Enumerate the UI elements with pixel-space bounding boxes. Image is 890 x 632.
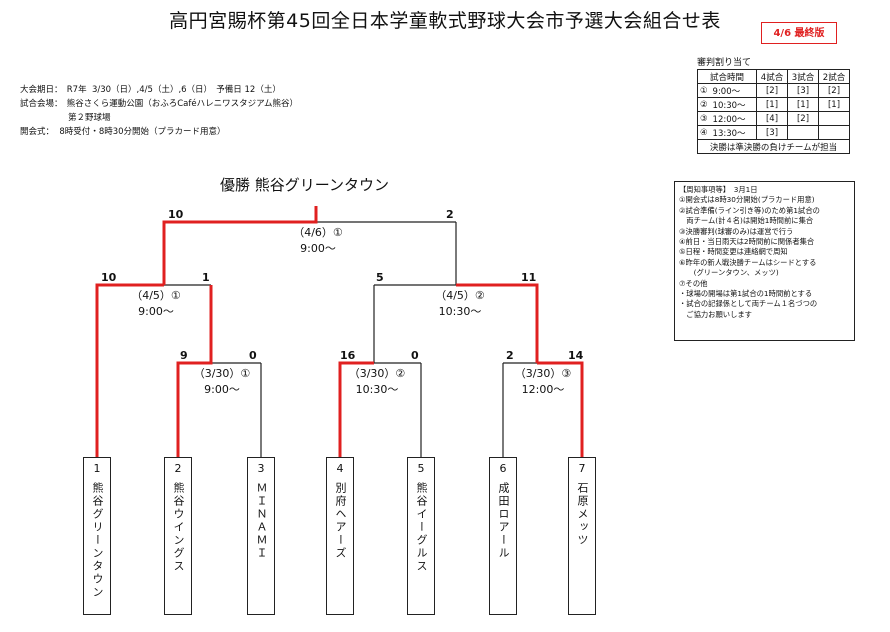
- r1a-match-info: （3/30）① 9:00～: [162, 366, 282, 398]
- match-time: 12:00～: [521, 383, 565, 396]
- notice-line: ・球場の開場は第1試合の1時間前とする: [679, 289, 813, 299]
- team-name: 熊谷グリーンタウン: [91, 482, 104, 599]
- referee-table: 試合時間 4試合 3試合 2試合 ① 9:00～ [2] [3] [2] ② 1…: [696, 69, 850, 154]
- match-date: （3/30）①: [193, 367, 251, 380]
- notice-line: (グリーンタウン、メッツ): [679, 268, 779, 278]
- notice-line: ③決勝審判(球審のみ)は運営で行う: [679, 226, 794, 236]
- final-match-info: （4/6）① 9:00～: [258, 225, 378, 257]
- r1a-score-left: 9: [180, 349, 188, 362]
- team-box-4: 4 別府ヘアーズ: [326, 457, 354, 615]
- venue-line-1: 試合会場： 熊谷さくら運動公園（おふろCaféハレニワスタジアム熊谷）: [20, 99, 299, 109]
- semi2-match-info: （4/5）② 10:30～: [400, 288, 520, 320]
- team-number: 2: [174, 462, 182, 475]
- notice-line: ①開会式は8時30分開始(プラカード用意): [679, 195, 815, 205]
- team1-winner-path: [95, 283, 164, 457]
- champion-label: 優勝 熊谷グリーンタウン: [220, 176, 390, 194]
- venue-line-2: 第２野球場: [68, 113, 111, 123]
- final-score-right: 2: [446, 208, 454, 221]
- notice-line: 両チーム(計４名)は開始1時間前に集合: [679, 216, 814, 226]
- team-number: 4: [336, 462, 344, 475]
- team-name: 別府ヘアーズ: [334, 482, 347, 560]
- notice-line: ・試合の記録係として両チーム１名づつの: [679, 299, 818, 309]
- r1a-score-right: 0: [249, 349, 257, 362]
- notice-title: 【周知事項等】 3月1日: [679, 185, 758, 194]
- notice-line: ④前日・当日雨天は2時間前に関係者集合: [679, 237, 815, 247]
- r1b-match-info: （3/30）② 10:30～: [317, 366, 437, 398]
- team-box-6: 6 成田ロアール: [489, 457, 517, 615]
- team-name: ＭＩＮＡＭＩ: [255, 482, 268, 560]
- team-box-5: 5 熊谷イーグルス: [407, 457, 435, 615]
- team-name: 熊谷ウイングス: [172, 482, 185, 573]
- r1b-score-left: 16: [340, 349, 356, 362]
- team-box-3: 3 ＭＩＮＡＭＩ: [247, 457, 275, 615]
- notice-line: ⑤日程・時間変更は連絡網で周知: [679, 247, 788, 257]
- team-box-1: 1 熊谷グリーンタウン: [83, 457, 111, 615]
- match-time: 9:00～: [138, 305, 174, 318]
- team7-winner-path: [537, 361, 584, 457]
- semi1-score-left: 10: [101, 271, 117, 284]
- team-box-7: 7 石原メッツ: [568, 457, 596, 615]
- team2-winner-path: [176, 285, 213, 457]
- team-number: 3: [257, 462, 265, 475]
- referee-footer-row: 決勝は準決勝の負けチームが担当: [697, 139, 850, 154]
- opening-ceremony: 開会式： 8時受付・8時30分開始（プラカード用意）: [20, 127, 226, 137]
- semi2-winner-path: [456, 283, 539, 363]
- team-number: 1: [93, 462, 101, 475]
- referee-title: 審判割り当て: [697, 58, 752, 68]
- team-name: 石原メッツ: [576, 482, 589, 547]
- match-date: （3/30）②: [348, 367, 406, 380]
- semi2-score-left: 5: [376, 271, 384, 284]
- notice-line: ご協力お願いします: [679, 309, 752, 319]
- team4-winner-path: [338, 361, 374, 457]
- semi1-score-right: 1: [202, 271, 210, 284]
- final-winner-path: [162, 206, 318, 285]
- referee-row: ② 10:30～ [1] [1] [1]: [696, 97, 850, 112]
- final-version-badge: 4/6 最終版: [761, 22, 837, 44]
- final-score-left: 10: [168, 208, 184, 221]
- match-time: 10:30～: [355, 383, 399, 396]
- match-date: （3/30）③: [514, 367, 572, 380]
- r1c-score-right: 14: [568, 349, 584, 362]
- team-number: 5: [417, 462, 425, 475]
- team-name: 成田ロアール: [497, 482, 510, 560]
- team-number: 7: [578, 462, 586, 475]
- team-number: 6: [499, 462, 507, 475]
- match-date: （4/5）①: [131, 289, 181, 302]
- match-time: 10:30～: [438, 305, 482, 318]
- referee-row: ③ 12:00～ [4] [2]: [696, 111, 850, 126]
- r1c-match-info: （3/30）③ 12:00～: [483, 366, 603, 398]
- match-date: （4/5）②: [435, 289, 485, 302]
- referee-row: ④ 13:30～ [3]: [696, 125, 850, 140]
- match-time: 9:00～: [204, 383, 240, 396]
- match-date: （4/6）①: [293, 226, 343, 239]
- referee-footer: 決勝は準決勝の負けチームが担当: [697, 139, 850, 154]
- notice-line: ⑦その他: [679, 278, 708, 288]
- page-title: 高円宮賜杯第45回全日本学童軟式野球大会市予選大会組合せ表: [169, 10, 721, 32]
- r1b-score-right: 0: [411, 349, 419, 362]
- tournament-dates: 大会期日： R7年 3/30（日）,4/5（土）,6（日） 予備日 12（土）: [20, 85, 281, 95]
- r1c-score-left: 2: [506, 349, 514, 362]
- match-time: 9:00～: [300, 242, 336, 255]
- team-box-2: 2 熊谷ウイングス: [164, 457, 192, 615]
- semi1-match-info: （4/5）① 9:00～: [96, 288, 216, 320]
- notice-line: ②試合準備(ライン引き等)のため第1試合の: [679, 205, 820, 215]
- semi2-score-right: 11: [521, 271, 537, 284]
- notice-line: ⑥昨年の新人戦決勝チームはシードとする: [679, 257, 817, 267]
- team-name: 熊谷イーグルス: [415, 482, 428, 573]
